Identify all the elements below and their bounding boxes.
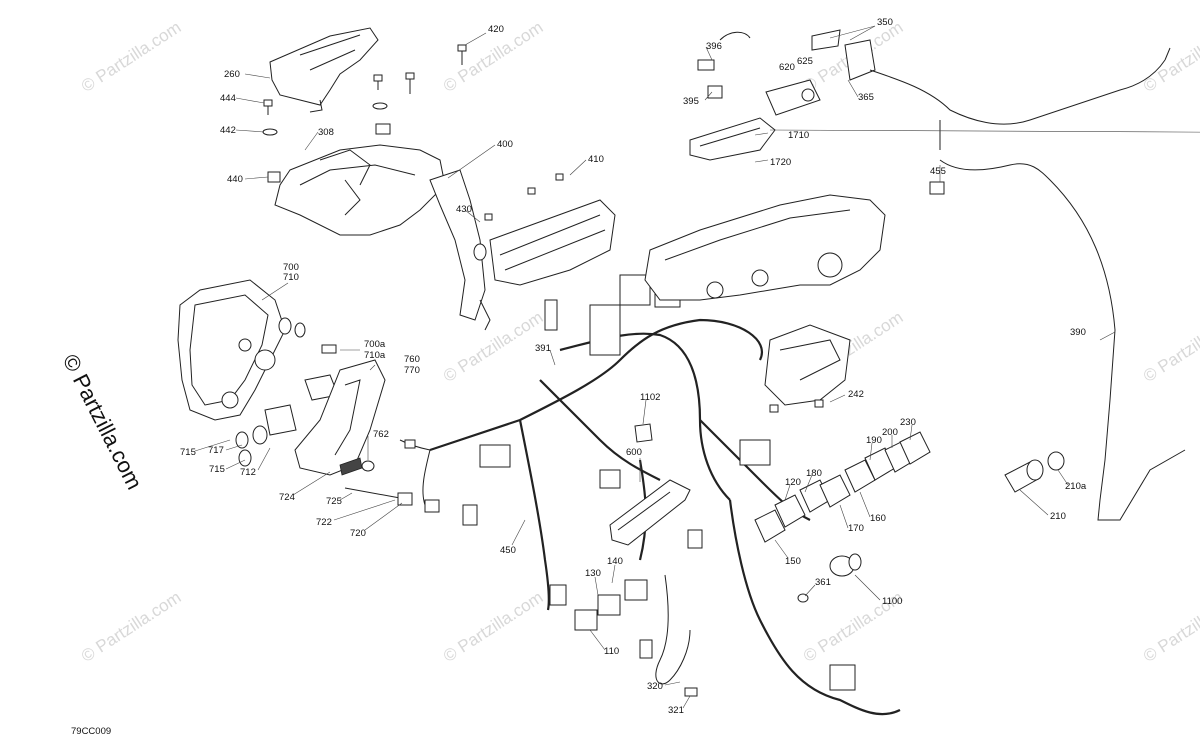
callout-361: 361 bbox=[815, 577, 831, 588]
callout-722: 722 bbox=[316, 517, 332, 528]
callout-395: 395 bbox=[683, 96, 699, 107]
module-242-drawing bbox=[764, 324, 851, 413]
callout-1710: 1710 bbox=[788, 130, 810, 141]
callout-712: 712 bbox=[240, 467, 256, 478]
callout-190: 190 bbox=[866, 435, 882, 446]
callout-762: 762 bbox=[373, 429, 389, 440]
callout-350: 350 bbox=[877, 17, 893, 28]
callout-180: 180 bbox=[806, 468, 822, 479]
callout-1720: 1720 bbox=[770, 157, 792, 168]
callout-230: 230 bbox=[900, 417, 916, 428]
main-harness-drawing bbox=[399, 274, 901, 716]
callout-1102: 1102 bbox=[640, 392, 661, 403]
callout-620: 620 bbox=[779, 62, 795, 73]
callout-1100: 1100 bbox=[882, 596, 903, 607]
callout-390: 390 bbox=[1070, 327, 1086, 338]
cluster-600-drawing bbox=[609, 479, 691, 546]
callout-600: 600 bbox=[626, 447, 642, 458]
callout-715-lower: 715 bbox=[209, 464, 225, 475]
callout-760: 760 bbox=[404, 354, 420, 365]
callout-420: 420 bbox=[488, 24, 504, 35]
callout-430: 430 bbox=[456, 204, 472, 215]
callout-365: 365 bbox=[858, 92, 874, 103]
callout-200: 200 bbox=[882, 427, 898, 438]
callout-720: 720 bbox=[350, 528, 366, 539]
callout-440: 440 bbox=[227, 174, 243, 185]
callout-455: 455 bbox=[930, 166, 946, 177]
socket-1100-drawing bbox=[797, 553, 862, 603]
callout-700a: 700a bbox=[364, 339, 386, 350]
callout-700: 700 bbox=[283, 262, 299, 273]
callout-140: 140 bbox=[607, 556, 623, 567]
callout-210: 210 bbox=[1050, 511, 1066, 522]
bracket-760-drawing bbox=[294, 359, 413, 506]
callout-120: 120 bbox=[785, 477, 801, 488]
cover-260-drawing bbox=[269, 27, 379, 113]
callout-410: 410 bbox=[588, 154, 604, 165]
bottom-connectors-drawing bbox=[549, 579, 698, 697]
clip-1102-drawing bbox=[634, 423, 653, 443]
switches-drawing bbox=[754, 431, 931, 543]
callout-724: 724 bbox=[279, 492, 295, 503]
callout-260: 260 bbox=[224, 69, 240, 80]
callout-150: 150 bbox=[785, 556, 801, 567]
headlight-700-drawing bbox=[177, 279, 339, 467]
callout-625: 625 bbox=[797, 56, 813, 67]
callout-308: 308 bbox=[318, 127, 334, 138]
callout-396: 396 bbox=[706, 41, 722, 52]
callout-725: 725 bbox=[326, 496, 342, 507]
callout-391: 391 bbox=[535, 343, 551, 354]
callout-715-upper: 715 bbox=[180, 447, 196, 458]
callout-450: 450 bbox=[500, 545, 516, 556]
callout-242: 242 bbox=[848, 389, 864, 400]
callout-160: 160 bbox=[870, 513, 886, 524]
callout-710: 710 bbox=[283, 272, 299, 283]
dash-frame-drawing bbox=[644, 194, 886, 301]
diagram-code: 79CC009 bbox=[71, 726, 112, 737]
callout-320: 320 bbox=[647, 681, 663, 692]
socket-210-drawing bbox=[1004, 451, 1065, 493]
panel-410-drawing bbox=[473, 173, 616, 286]
top-right-parts-drawing bbox=[689, 29, 1186, 521]
callout-710a: 710a bbox=[364, 350, 386, 361]
callout-442: 442 bbox=[220, 125, 236, 136]
callout-444: 444 bbox=[220, 93, 236, 104]
callout-770: 770 bbox=[404, 365, 420, 376]
callout-110: 110 bbox=[604, 646, 620, 657]
leader-lines bbox=[194, 25, 1200, 709]
callout-130: 130 bbox=[585, 568, 601, 579]
bracket-400-drawing bbox=[274, 144, 491, 331]
callout-321: 321 bbox=[668, 705, 684, 716]
callout-170: 170 bbox=[848, 523, 864, 534]
callout-717: 717 bbox=[208, 445, 224, 456]
callout-210a: 210a bbox=[1065, 481, 1087, 492]
callout-400: 400 bbox=[497, 139, 513, 150]
